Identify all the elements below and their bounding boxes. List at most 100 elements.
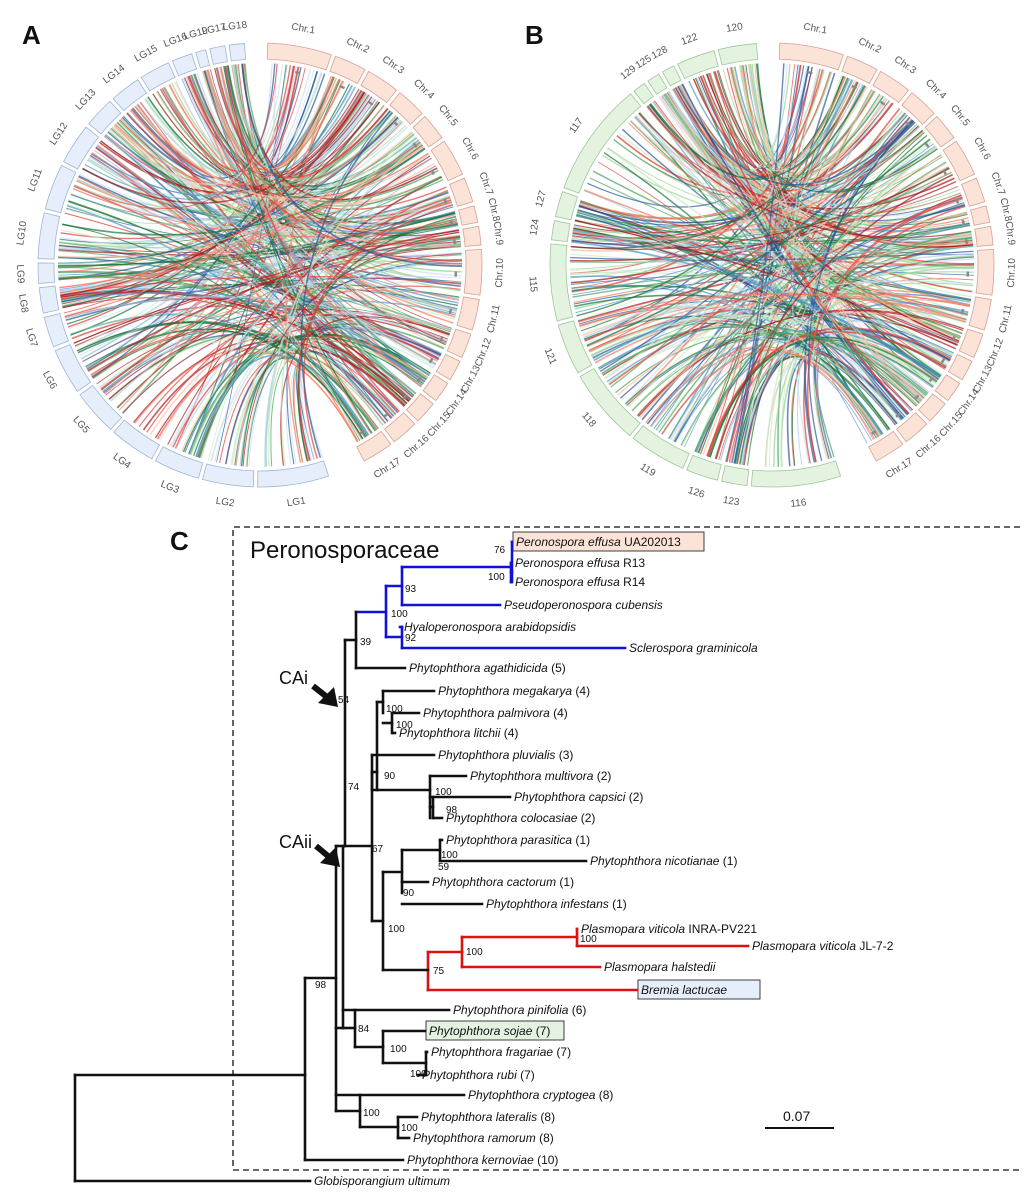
bootstrap-value: 100 — [396, 720, 413, 731]
partner-band — [112, 79, 148, 112]
synteny-link — [235, 153, 430, 466]
chromosome-band — [446, 328, 472, 359]
bootstrap-value: 100 — [391, 609, 408, 620]
taxon-name: Phytophthora rubi — [422, 1068, 517, 1082]
bootstrap-value: 100 — [388, 924, 405, 935]
synteny-link — [653, 101, 868, 444]
taxon-label: Phytophthora palmivora (4) — [423, 706, 568, 720]
synteny-link — [189, 348, 396, 455]
synteny-link — [104, 135, 361, 441]
synteny-link — [572, 230, 974, 254]
partner-band — [717, 43, 759, 66]
synteny-link — [583, 190, 930, 393]
taxon-label: Phytophthora multivora (2) — [470, 769, 611, 783]
partner-label: LG17 — [201, 22, 228, 38]
partner-band — [113, 419, 161, 460]
partner-band — [550, 220, 571, 243]
synteny-link — [285, 76, 334, 464]
partner-band — [63, 126, 100, 170]
family-label: Peronosporaceae — [250, 537, 439, 564]
synteny-link — [572, 229, 940, 379]
synteny-link — [574, 219, 958, 346]
synteny-link — [741, 65, 920, 184]
synteny-link — [570, 168, 950, 250]
synteny-link — [584, 119, 914, 342]
centromere-mark — [412, 142, 418, 148]
centromere-mark — [367, 100, 374, 106]
taxon-suffix: (2) — [577, 811, 595, 825]
synteny-link — [742, 75, 843, 465]
synteny-link — [58, 235, 461, 256]
taxon-label: Phytophthora kernoviae (10) — [407, 1153, 558, 1167]
partner-band — [661, 65, 682, 87]
taxon-label: Peronospora effusa R14 — [515, 575, 645, 589]
taxon-label: Bremia lactucae — [641, 983, 727, 997]
synteny-link — [61, 206, 454, 303]
partner-label: LG8 — [16, 293, 30, 314]
synteny-link — [589, 292, 970, 353]
synteny-link — [803, 205, 966, 464]
partner-band — [686, 454, 722, 481]
synteny-link — [146, 252, 462, 433]
synteny-link — [169, 204, 454, 447]
taxon-label: Phytophthora nicotianae (1) — [590, 854, 737, 868]
synteny-link — [59, 145, 424, 294]
circos-plot-b: Chr.1Chr.2Chr.3Chr.4Chr.5Chr.6Chr.7Chr.8… — [527, 21, 1018, 510]
synteny-link — [79, 275, 462, 357]
synteny-link — [242, 231, 460, 467]
synteny-link — [740, 258, 974, 465]
centromere-mark — [358, 430, 365, 435]
taxon-label: Phytophthora cactorum (1) — [432, 875, 574, 889]
synteny-link — [215, 67, 389, 179]
synteny-link — [702, 89, 874, 456]
synteny-link — [95, 147, 412, 400]
taxon-name: Phytophthora parasitica — [446, 833, 572, 847]
partner-label: LG9 — [14, 264, 26, 284]
partner-band — [563, 93, 642, 194]
chromosome-band — [435, 353, 461, 381]
taxon-label: Phytophthora pluvialis (3) — [438, 748, 573, 762]
centromere-mark — [879, 100, 886, 106]
taxon-name: Plasmopara viticola — [752, 939, 856, 953]
synteny-link — [195, 354, 369, 457]
bootstrap-value: 100 — [441, 850, 458, 861]
bootstrap-value: 74 — [348, 782, 360, 793]
taxon-label: Peronospora effusa UA202013 — [516, 535, 681, 549]
synteny-link — [625, 332, 925, 405]
synteny-link — [706, 331, 947, 457]
synteny-link — [190, 350, 389, 456]
synteny-link — [578, 300, 953, 358]
chromosome-label: Chr.9 — [1003, 221, 1017, 247]
taxon-label: Sclerospora graminicola — [629, 641, 758, 655]
partner-band — [209, 45, 228, 65]
partner-band — [647, 73, 668, 95]
chromosome-band — [329, 55, 366, 85]
centromere-mark — [895, 412, 901, 418]
synteny-link — [59, 190, 449, 248]
taxon-suffix: (1) — [572, 833, 590, 847]
synteny-link — [195, 312, 452, 458]
centromere-mark — [928, 376, 934, 383]
taxon-suffix: (7) — [532, 1024, 550, 1038]
chromosome-band — [463, 248, 483, 296]
synteny-link — [716, 70, 938, 193]
synteny-link — [216, 64, 287, 463]
taxon-label: Phytophthora capsici (2) — [514, 790, 643, 804]
taxon-label: Phytophthora pinifolia (6) — [453, 1003, 586, 1017]
synteny-link — [665, 92, 968, 226]
partner-label: 120 — [725, 21, 744, 35]
taxon-name: Phytophthora multivora — [470, 769, 594, 783]
synteny-link — [74, 243, 461, 347]
synteny-link — [715, 173, 953, 460]
synteny-link — [603, 152, 891, 430]
synteny-link — [659, 96, 961, 340]
partner-band — [201, 463, 255, 488]
centromere-mark — [428, 357, 434, 364]
taxon-suffix: (1) — [556, 875, 574, 889]
synteny-link — [72, 188, 457, 237]
chromosome-band — [356, 430, 392, 462]
synteny-link — [91, 85, 354, 197]
partner-band — [632, 425, 690, 469]
synteny-link — [87, 229, 460, 372]
synteny-link — [220, 66, 454, 324]
